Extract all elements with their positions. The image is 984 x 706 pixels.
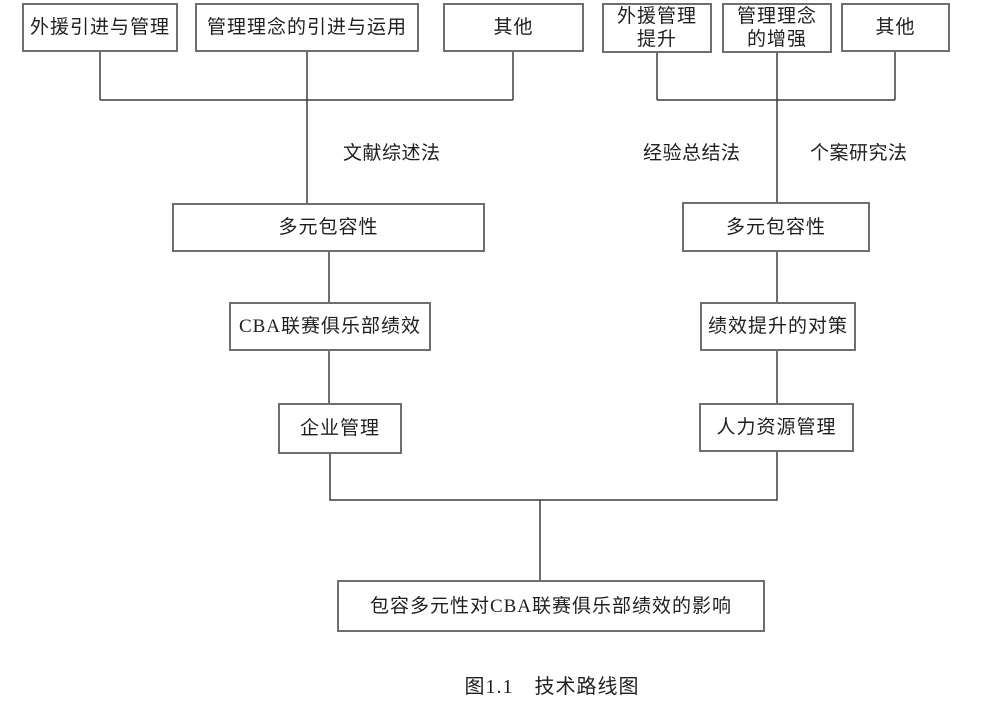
box-management-concept-introduction-application: 管理理念的引进与运用	[195, 3, 419, 52]
box-other-right: 其他	[841, 3, 950, 52]
box-label: 企业管理	[299, 418, 380, 439]
label-literature-review-method: 文献综述法	[343, 143, 441, 164]
box-label: 外援引进与管理	[29, 17, 170, 38]
box-foreign-player-introduction-management: 外援引进与管理	[22, 3, 178, 52]
box-performance-improvement-countermeasures: 绩效提升的对策	[700, 302, 856, 351]
box-diversity-inclusiveness-left: 多元包容性	[172, 203, 485, 252]
box-label: 其他	[875, 17, 916, 38]
box-label: 包容多元性对CBA联赛俱乐部绩效的影响	[369, 595, 733, 617]
box-label: CBA联赛俱乐部绩效	[238, 316, 422, 337]
box-label: 人力资源管理	[716, 417, 837, 438]
box-management-concept-enhancement: 管理理念 的增强	[722, 3, 832, 53]
label-case-study-method: 个案研究法	[810, 143, 908, 164]
box-label: 多元包容性	[278, 217, 379, 238]
box-label-line: 提升	[636, 29, 677, 50]
box-label-line: 管理理念	[736, 6, 817, 27]
box-label: 绩效提升的对策	[707, 316, 848, 337]
box-label-line: 的增强	[746, 29, 807, 50]
box-label-line: 外援管理	[616, 6, 697, 27]
box-diversity-inclusiveness-right: 多元包容性	[682, 202, 870, 252]
box-label: 管理理念的引进与运用	[206, 17, 407, 38]
box-cba-league-club-performance: CBA联赛俱乐部绩效	[229, 302, 431, 351]
box-label: 其他	[493, 17, 534, 38]
box-other-left: 其他	[443, 3, 584, 52]
connector-right-chain3-merge	[540, 452, 778, 501]
box-human-resource-management: 人力资源管理	[699, 403, 854, 452]
box-enterprise-management: 企业管理	[278, 403, 402, 454]
figure-caption: 图1.1 技术路线图	[464, 676, 640, 698]
label-experience-summary-method: 经验总结法	[643, 143, 741, 164]
box-inclusiveness-diversity-impact-on-cba-club-performance: 包容多元性对CBA联赛俱乐部绩效的影响	[337, 580, 765, 632]
box-label: 多元包容性	[725, 216, 826, 238]
box-foreign-player-management-improvement: 外援管理 提升	[602, 3, 712, 53]
connector-left-chain3-merge	[329, 454, 540, 501]
